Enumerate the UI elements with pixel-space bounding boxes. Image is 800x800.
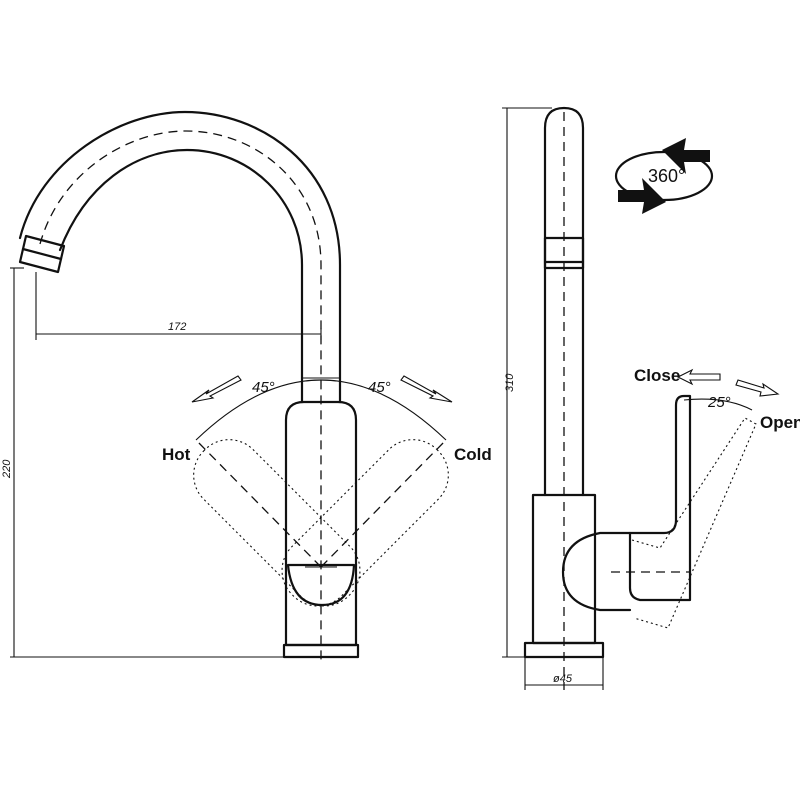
reach-dimension-text: 172 [168, 321, 186, 333]
open-label: Open [760, 413, 800, 432]
side-lever-handle [628, 394, 692, 602]
rotation-360-text: 360° [648, 166, 685, 186]
lever-angle-arc [683, 398, 753, 411]
base-plate [282, 643, 360, 659]
side-base-dimension-text: ø45 [553, 673, 573, 685]
cold-direction-arrow [400, 375, 453, 403]
spout-centerline [39, 130, 322, 665]
side-view: 310 ø45 25° Close Open 360° [502, 106, 800, 690]
cold-label: Cold [454, 445, 492, 464]
rotation-arc [195, 379, 447, 441]
faucet-body [284, 400, 358, 647]
front-view: 45° 45° Hot Cold 172 220 [1, 110, 492, 665]
spout-inner-edge [58, 148, 304, 404]
rotation-360-icon: 360° [614, 138, 714, 214]
side-lever-open-ghost [631, 417, 757, 629]
body-lever-curve [286, 563, 356, 607]
side-height-dimension-text: 310 [504, 373, 516, 392]
close-label: Close [634, 366, 680, 385]
handle-rotation-ghosts [193, 439, 449, 607]
height-dimension-text: 220 [1, 459, 13, 479]
close-direction-arrow [676, 368, 721, 386]
lever-angle-text: 25° [707, 394, 731, 411]
side-cartridge [561, 531, 632, 612]
side-spout [543, 106, 585, 497]
side-aerator-band [543, 236, 585, 270]
angle-left-text: 45° [252, 379, 275, 396]
hot-label: Hot [162, 445, 191, 464]
aerator-tip [18, 234, 66, 274]
open-direction-arrow [735, 379, 780, 397]
hot-direction-arrow [191, 375, 242, 403]
spout-outer-edge [18, 110, 342, 404]
side-base-plate [523, 641, 605, 659]
angle-right-text: 45° [368, 379, 391, 396]
